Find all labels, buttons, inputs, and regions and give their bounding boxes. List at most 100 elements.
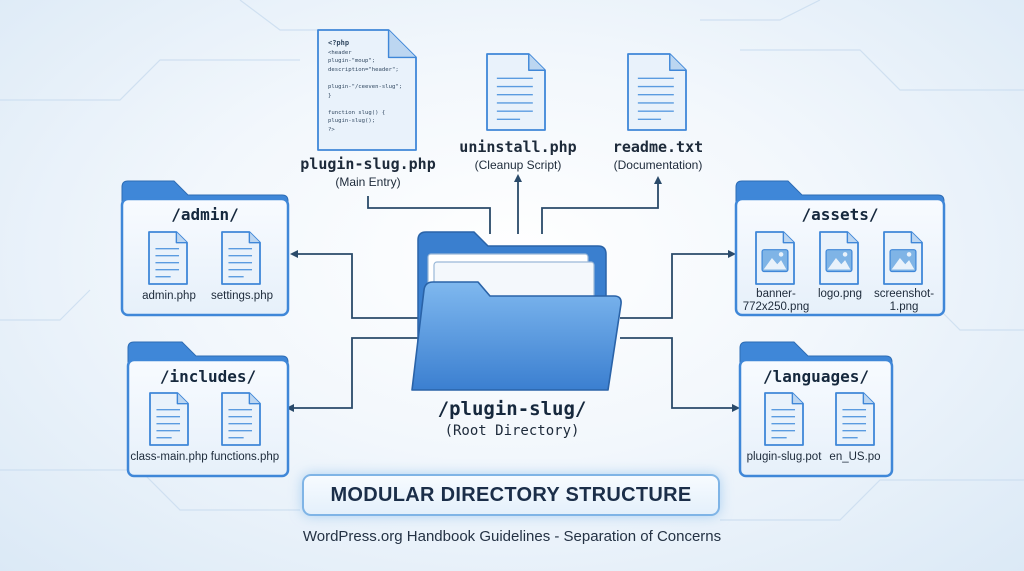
main-file-icon-page <box>317 29 417 151</box>
connector-languages <box>620 337 740 412</box>
includes-folder <box>126 341 290 478</box>
logo-png-icon-fold <box>846 232 858 244</box>
code-line: ?> <box>328 127 335 133</box>
uninstall-file-label: uninstall.php (Cleanup Script) <box>448 138 588 172</box>
banner-png-icon-mountain <box>763 258 787 270</box>
title-banner: MODULAR DIRECTORY STRUCTURE <box>302 474 720 516</box>
file-label-banner: banner- 772x250.png <box>742 288 810 313</box>
screenshot-png-icon-fold <box>910 232 922 244</box>
code-line: plugin-slug(); <box>328 118 376 125</box>
settings-php-icon-text-lines <box>228 247 253 278</box>
en-us-po-icon-text-lines <box>842 408 867 439</box>
assets-folder-title: /assets/ <box>801 205 879 224</box>
file-label-class-main: class-main.php <box>130 451 208 463</box>
uninstall-file-icon-fold <box>528 54 545 71</box>
file-label-screenshot: screenshot- 1.png <box>873 288 935 313</box>
languages-folder-body <box>738 358 894 478</box>
settings-php-icon <box>221 231 261 285</box>
en-us-po-icon-page <box>835 392 875 446</box>
main-file-desc: (Main Entry) <box>335 175 401 189</box>
includes-folder-body <box>126 358 290 478</box>
settings-php-icon-fold <box>248 232 260 244</box>
main-file-icon-fold <box>387 30 416 59</box>
connector-includes <box>286 337 420 412</box>
plugin-slug-pot-icon <box>764 392 804 446</box>
code-line: plugin-"/ceeven-slug"; <box>328 84 403 90</box>
plugin-slug-pot-icon-text-lines <box>771 408 796 439</box>
file-label-pot: plugin-slug.pot <box>746 451 822 463</box>
connector-assets <box>620 250 736 319</box>
plugin-slug-pot-icon-fold <box>791 393 803 405</box>
class-main-php-icon-fold <box>176 393 188 405</box>
includes-folder-title: /includes/ <box>159 367 257 386</box>
code-line: function slug() { <box>328 109 386 116</box>
languages-folder-tab <box>739 341 893 365</box>
screenshot-png-icon-mountain <box>891 258 915 270</box>
functions-php-icon-fold <box>248 393 260 405</box>
subtitle: WordPress.org Handbook Guidelines - Sepa… <box>302 528 722 545</box>
banner-png-icon <box>755 231 795 285</box>
includes-folder-tab <box>127 341 289 365</box>
languages-folder <box>738 341 894 478</box>
code-line: <header <box>328 49 352 56</box>
admin-php-icon <box>148 231 188 285</box>
background-circuit-lines <box>0 0 1024 521</box>
uninstall-file-icon-text-lines <box>496 77 533 121</box>
en-us-po-icon-fold <box>862 393 874 405</box>
file-label-settings: settings.php <box>210 290 273 302</box>
admin-folder-title: /admin/ <box>171 205 239 224</box>
code-line: <?php <box>328 39 350 47</box>
connector-admin <box>290 250 420 319</box>
admin-folder-tab <box>121 180 289 204</box>
readme-file-icon-fold <box>669 54 686 71</box>
root-folder-icon <box>411 231 622 391</box>
connector-main-file <box>367 196 491 234</box>
banner-png-icon-fold <box>782 232 794 244</box>
admin-php-icon-text-lines <box>155 247 180 278</box>
file-label-admin: admin.php <box>142 290 196 302</box>
readme-file-icon <box>627 53 687 131</box>
root-folder-name: /plugin-slug/ <box>437 398 587 420</box>
admin-folder-body <box>120 197 290 317</box>
admin-php-icon-fold <box>175 232 187 244</box>
uninstall-file-icon <box>486 53 546 131</box>
languages-folder-title: /languages/ <box>763 367 869 386</box>
banner-png-icon-sun <box>778 252 784 257</box>
class-main-php-icon <box>149 392 189 446</box>
functions-php-icon-text-lines <box>228 408 253 439</box>
root-folder-front <box>411 281 622 391</box>
admin-folder <box>120 180 290 317</box>
readme-file-label: readme.txt (Documentation) <box>588 138 728 172</box>
assets-folder-tab <box>735 180 945 204</box>
functions-php-icon-page <box>221 392 261 446</box>
file-label-functions: functions.php <box>210 451 280 463</box>
plugin-slug-pot-icon-page <box>764 392 804 446</box>
functions-php-icon <box>221 392 261 446</box>
readme-file-icon-text-lines <box>637 77 674 121</box>
class-main-php-icon-text-lines <box>156 408 181 439</box>
readme-file-desc: (Documentation) <box>613 158 703 172</box>
connector-readme <box>541 176 662 234</box>
logo-png-icon <box>819 231 859 285</box>
file-label-po: en_US.po <box>829 451 881 463</box>
screenshot-png-icon <box>883 231 923 285</box>
logo-png-icon-sun <box>842 252 848 257</box>
main-file-label: plugin-slug.php (Main Entry) <box>298 155 438 189</box>
main-file-name: plugin-slug.php <box>300 155 436 173</box>
class-main-php-icon-page <box>149 392 189 446</box>
en-us-po-icon <box>835 392 875 446</box>
screenshot-png-icon-sun <box>906 252 912 257</box>
code-line: description="header"; <box>328 66 399 73</box>
code-line: } <box>328 92 332 99</box>
root-folder-desc: (Root Directory) <box>444 423 580 439</box>
connectors <box>286 174 740 412</box>
uninstall-file-name: uninstall.php <box>459 138 577 156</box>
code-line: plugin-"moup"; <box>328 58 376 65</box>
admin-php-icon-page <box>148 231 188 285</box>
settings-php-icon-page <box>221 231 261 285</box>
uninstall-file-desc: (Cleanup Script) <box>474 158 562 172</box>
main-file-icon <box>317 29 417 151</box>
file-label-logo: logo.png <box>817 288 863 300</box>
readme-file-name: readme.txt <box>612 138 704 156</box>
